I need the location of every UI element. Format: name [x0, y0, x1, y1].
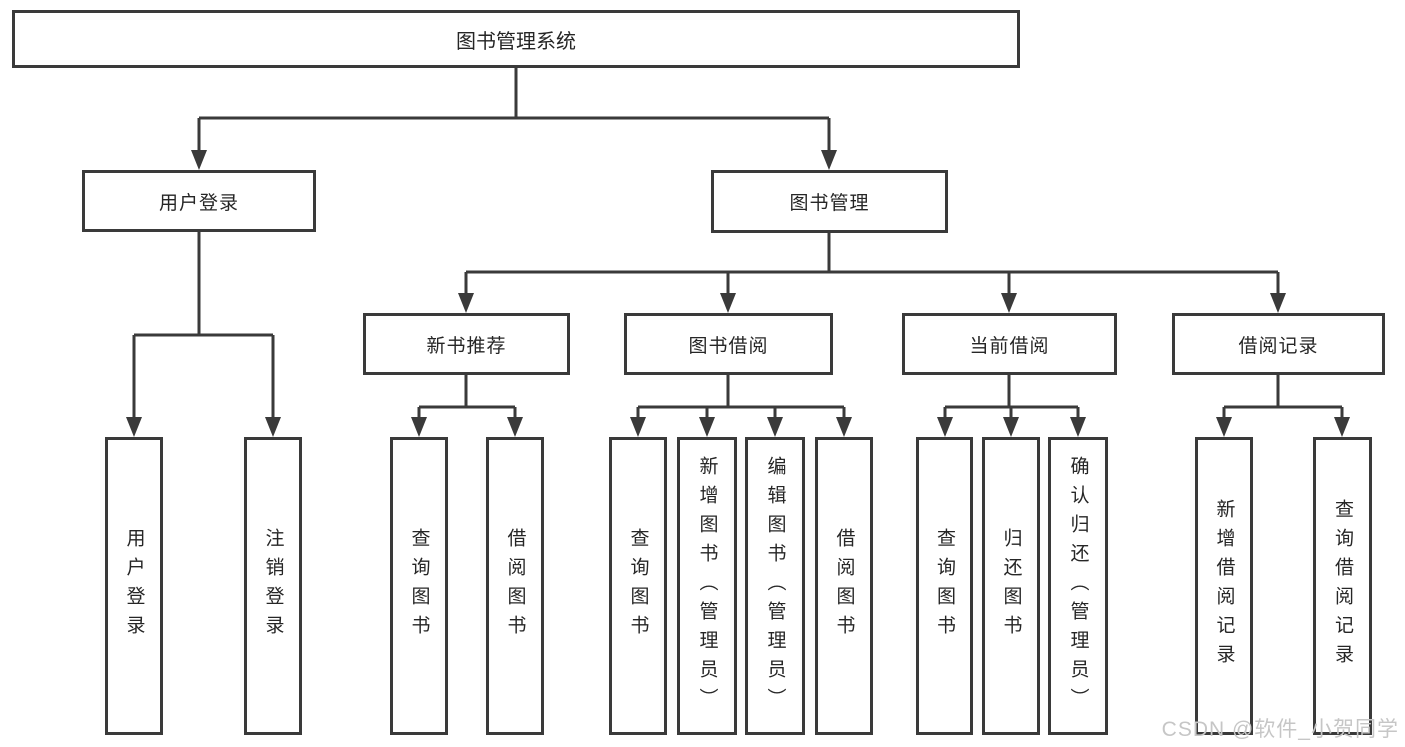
- leaf-add-books-admin: 新增图书（管理员）: [677, 437, 737, 735]
- node-label: 图书管理系统: [456, 30, 576, 53]
- leaf-label: 归还图书: [1000, 528, 1022, 644]
- leaf-label: 新增图书（管理员）: [696, 455, 718, 717]
- csdn-watermark: CSDN @软件_小贺同学: [1161, 718, 1399, 741]
- leaf-query-books-recommend: 查询图书: [390, 437, 448, 735]
- leaf-label: 确认归还（管理员）: [1067, 455, 1089, 717]
- leaf-borrow-books: 借阅图书: [815, 437, 873, 735]
- leaf-logout: 注销登录: [244, 437, 302, 735]
- leaf-label: 借阅图书: [504, 528, 526, 644]
- node-book-management-branch: 图书管理: [711, 170, 948, 233]
- leaf-label: 借阅图书: [833, 528, 855, 644]
- leaf-return-books: 归还图书: [982, 437, 1040, 735]
- leaf-edit-books-admin: 编辑图书（管理员）: [745, 437, 805, 735]
- leaf-query-borrow-record: 查询借阅记录: [1313, 437, 1372, 735]
- leaf-label: 新增借阅记录: [1213, 499, 1235, 673]
- node-label: 用户登录: [158, 192, 239, 214]
- node-new-book-recommend: 新书推荐: [363, 313, 570, 375]
- node-label: 当前借阅: [969, 335, 1050, 357]
- leaf-confirm-return-admin: 确认归还（管理员）: [1048, 437, 1108, 735]
- node-borrowing-records: 借阅记录: [1172, 313, 1385, 375]
- node-label: 图书借阅: [688, 335, 769, 357]
- leaf-label: 编辑图书（管理员）: [764, 455, 786, 717]
- leaf-label: 查询借阅记录: [1332, 499, 1353, 673]
- leaf-query-books-current: 查询图书: [916, 437, 973, 735]
- node-user-login-branch: 用户登录: [82, 170, 316, 232]
- node-book-borrowing: 图书借阅: [624, 313, 833, 375]
- leaf-label: 查询图书: [934, 528, 955, 644]
- leaf-user-login: 用户登录: [105, 437, 163, 735]
- node-current-borrowing: 当前借阅: [902, 313, 1117, 375]
- leaf-label: 查询图书: [627, 528, 649, 644]
- leaf-label: 注销登录: [262, 528, 284, 644]
- leaf-label: 查询图书: [408, 528, 430, 644]
- node-book-management-system: 图书管理系统: [12, 10, 1020, 68]
- leaf-query-books-borrowing: 查询图书: [609, 437, 667, 735]
- node-label: 借阅记录: [1238, 335, 1319, 357]
- leaf-add-borrow-record: 新增借阅记录: [1195, 437, 1253, 735]
- node-label: 图书管理: [789, 193, 870, 214]
- leaf-borrow-books-recommend: 借阅图书: [486, 437, 544, 735]
- leaf-label: 用户登录: [123, 528, 145, 644]
- node-label: 新书推荐: [426, 335, 507, 357]
